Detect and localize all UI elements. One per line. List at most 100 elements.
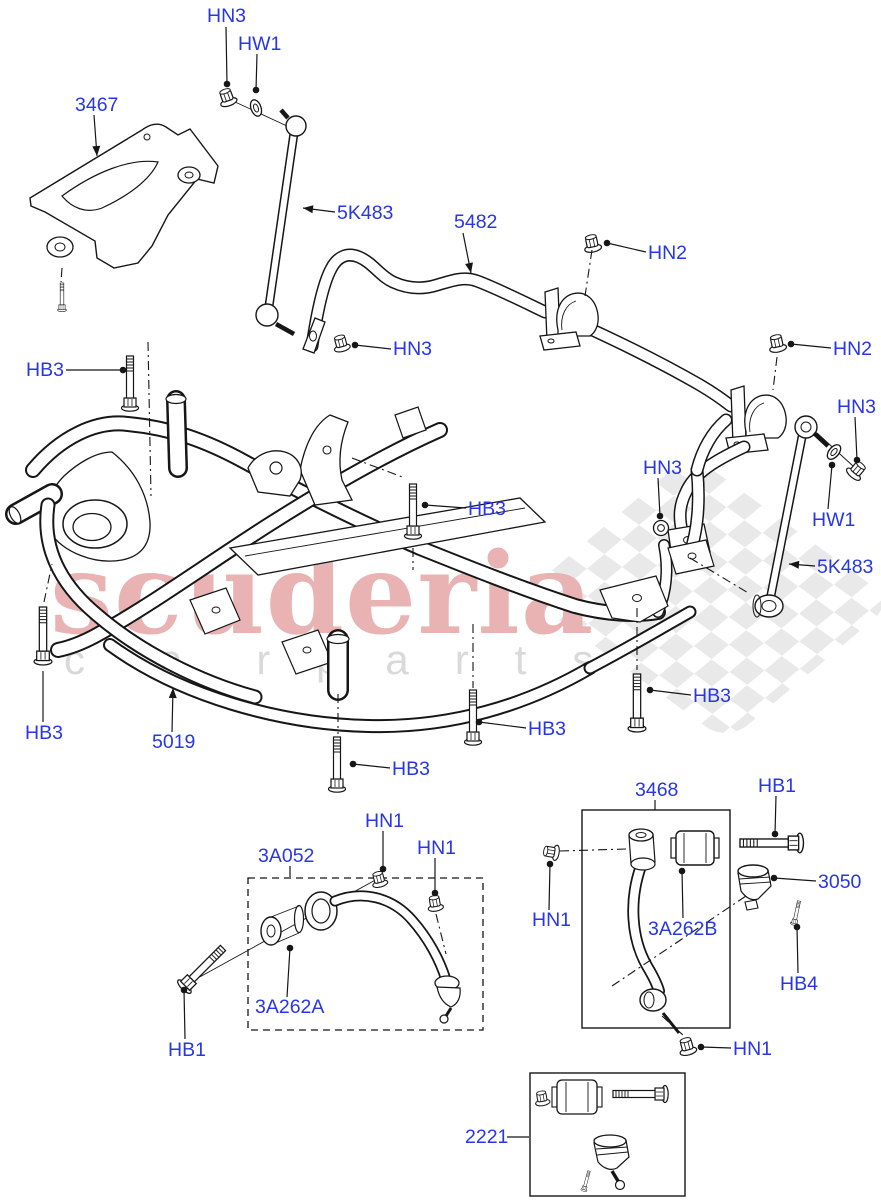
part-label-3A052: 3A052	[258, 845, 314, 877]
part-label-HN2: HN2	[603, 239, 687, 264]
watermark-tagline-parts: parts	[316, 636, 640, 683]
part-label-3050: 3050	[770, 871, 862, 893]
bolt-hb3-4	[33, 606, 53, 666]
nut-hn2-2	[766, 332, 788, 355]
kit-box-3468	[581, 809, 731, 1029]
part-label-HN3: HN3	[837, 396, 876, 464]
svg-text:3050: 3050	[818, 871, 862, 893]
part-label-HN3: HN3	[643, 457, 682, 520]
svg-text:5K483: 5K483	[817, 556, 873, 578]
washer-hw1-top	[247, 97, 265, 119]
kit-bolt	[612, 1084, 669, 1104]
heat-shield-plate-3467	[29, 123, 219, 269]
svg-text:HB3: HB3	[468, 498, 506, 520]
part-label-HB1: HB1	[758, 775, 796, 838]
part-label-2221: 2221	[465, 1126, 529, 1148]
anti-roll-bar-5482	[302, 248, 787, 559]
part-label-HN1: HN1	[365, 810, 404, 873]
svg-text:HN2: HN2	[648, 242, 687, 264]
part-label-HB3: HB3	[475, 718, 566, 740]
svg-text:HB3: HB3	[693, 685, 731, 707]
part-label-5482: 5482	[454, 211, 497, 274]
part-label-HB3: HB3	[349, 758, 430, 780]
bolt-hb3-3	[627, 673, 647, 733]
part-label-HN3: HN3	[207, 5, 246, 88]
svg-text:HW1: HW1	[812, 509, 855, 531]
bolt-hb1-rear	[739, 832, 805, 854]
part-label-5K483: 5K483	[302, 202, 393, 224]
part-label-HN1: HN1	[417, 837, 456, 897]
svg-text:HN1: HN1	[365, 810, 404, 832]
part-label-3A262B: 3A262B	[648, 867, 717, 940]
part-label-5019: 5019	[152, 687, 195, 753]
svg-text:HN3: HN3	[207, 5, 246, 27]
kit-nut	[533, 1089, 551, 1108]
part-label-HN1: HN1	[697, 1038, 772, 1060]
stabilizer-link-rear-5K483	[752, 415, 870, 618]
nut-hn1-3	[541, 842, 561, 862]
svg-text:HN3: HN3	[837, 396, 876, 418]
part-label-3A262A: 3A262A	[255, 944, 324, 1018]
subframe-crossmember-5019	[5, 390, 733, 734]
svg-text:HN1: HN1	[733, 1038, 772, 1060]
svg-text:HB1: HB1	[758, 775, 796, 797]
svg-text:3A262A: 3A262A	[255, 996, 324, 1018]
svg-text:5482: 5482	[454, 211, 497, 233]
svg-text:HN2: HN2	[833, 338, 872, 360]
bolt-hb2	[57, 282, 67, 313]
svg-text:HB3: HB3	[25, 722, 63, 744]
part-label-HN2: HN2	[787, 338, 872, 360]
nut-hn1-1	[369, 869, 390, 890]
svg-text:3A262B: 3A262B	[648, 918, 717, 940]
svg-text:3467: 3467	[75, 94, 118, 116]
part-label-HW1: HW1	[238, 33, 281, 94]
part-label-5K483: 5K483	[788, 556, 873, 578]
part-label-HN1: HN1	[532, 860, 571, 931]
svg-text:HB1: HB1	[168, 1039, 206, 1061]
kit-screw	[580, 1169, 593, 1193]
nut-hn3-bar-end	[330, 332, 352, 355]
rear-lower-arm-kit-3468	[541, 809, 805, 1058]
washer-ring-hn3-mid	[652, 519, 670, 537]
part-label-HW1: HW1	[812, 461, 855, 531]
part-label-HB3: HB3	[646, 685, 731, 707]
svg-text:HN1: HN1	[532, 909, 571, 931]
svg-text:HB3: HB3	[392, 758, 430, 780]
kit-box-3A052	[247, 877, 484, 1031]
svg-text:HN1: HN1	[417, 837, 456, 859]
nut-hn1-4	[676, 1035, 699, 1058]
nut-hn3-top	[215, 85, 239, 110]
ball-joint-3050	[737, 864, 772, 911]
part-label-HN3: HN3	[351, 338, 432, 360]
part-label-3468: 3468	[635, 779, 678, 810]
stabilizer-link-front-5K483	[215, 85, 307, 336]
svg-text:2221: 2221	[465, 1126, 508, 1148]
construction-lines	[43, 249, 778, 1037]
svg-text:5K483: 5K483	[337, 202, 393, 224]
part-label-HB3: HB3	[25, 671, 63, 744]
part-label-HB3: HB3	[421, 498, 506, 520]
part-label-3467: 3467	[75, 94, 118, 157]
svg-text:5019: 5019	[152, 731, 195, 753]
part-label-HB3: HB3	[26, 359, 127, 381]
svg-text:HB3: HB3	[26, 359, 64, 381]
screw-hb4	[789, 899, 804, 927]
front-lower-arm-kit-3A052	[175, 869, 484, 1031]
svg-text:3468: 3468	[635, 779, 678, 801]
part-label-HB1: HB1	[168, 986, 206, 1061]
bolt-hb3-1	[120, 355, 140, 412]
nut-hn1-2	[425, 893, 445, 913]
part-label-HB4: HB4	[780, 923, 818, 995]
svg-text:HN3: HN3	[393, 338, 432, 360]
kit-box-2221	[529, 1072, 686, 1197]
svg-text:HB4: HB4	[780, 973, 818, 995]
svg-text:3A052: 3A052	[258, 845, 314, 867]
svg-text:HN3: HN3	[643, 457, 682, 479]
bolt-hb3-5	[327, 736, 347, 793]
svg-text:HW1: HW1	[238, 33, 281, 55]
bolt-hb3-2	[403, 483, 423, 540]
ball-joint-kit-2221	[529, 1072, 686, 1197]
